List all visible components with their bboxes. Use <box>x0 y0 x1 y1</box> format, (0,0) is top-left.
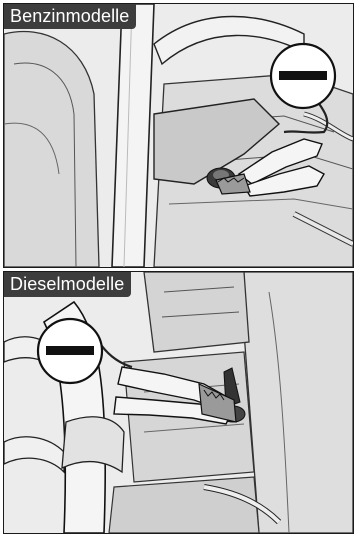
panel-caption: Dieselmodelle <box>4 272 131 297</box>
petrol-engine-bay-drawing <box>4 4 353 267</box>
diesel-engine-bay-drawing <box>4 272 353 533</box>
minus-sign-icon <box>46 346 94 355</box>
minus-sign-icon <box>279 71 327 80</box>
negative-terminal-marker <box>38 319 102 383</box>
negative-terminal-marker <box>271 44 335 108</box>
diesel-models-illustration: Dieselmodelle <box>3 271 354 534</box>
petrol-models-illustration: Benzinmodelle <box>3 3 354 268</box>
panel-caption: Benzinmodelle <box>4 4 136 29</box>
